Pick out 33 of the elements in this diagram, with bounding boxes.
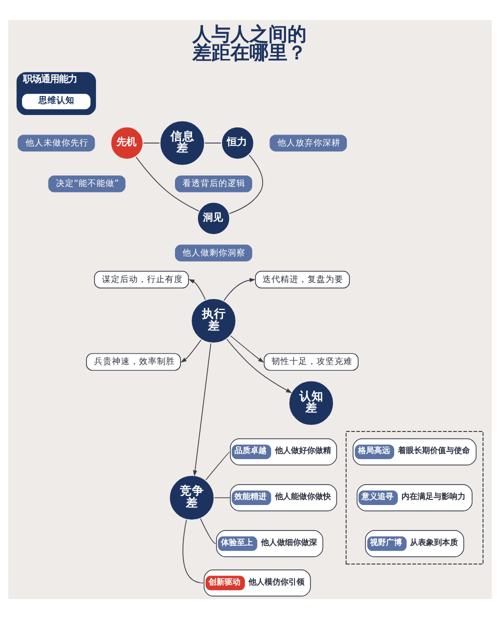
node-circle: 洞见 <box>196 201 231 236</box>
node-box: 看透背后的逻辑 <box>174 175 252 192</box>
node-box: 思维认知 <box>22 94 90 110</box>
connector <box>200 518 216 544</box>
node-box: 迭代精进，复盘为要 <box>255 270 350 288</box>
connector <box>228 154 264 214</box>
connector <box>205 451 230 480</box>
node-circle: 认知差 <box>288 380 334 426</box>
node-circle: 先机 <box>110 126 144 160</box>
node-circle: 竞争差 <box>168 474 216 522</box>
cluster <box>346 431 484 564</box>
connector <box>204 142 222 144</box>
node-box: 他人放弃你深耕 <box>270 134 347 152</box>
node-box: 兵贵神速，效率制胜 <box>86 353 181 371</box>
connector <box>182 519 204 584</box>
arrow <box>188 279 206 300</box>
arrow <box>224 278 256 301</box>
node-circle: 恒力 <box>220 126 255 160</box>
node-box: 他人未做你先行 <box>18 134 95 152</box>
node-circle: 信息差 <box>158 120 206 166</box>
node-box: 韧性十足，攻坚克难 <box>264 353 359 371</box>
node-box: 他人做剩你洞察 <box>174 244 252 262</box>
arrow <box>226 338 292 394</box>
arrow <box>180 339 202 363</box>
arrow <box>230 335 264 363</box>
node-circle: 执行差 <box>190 297 237 344</box>
connector <box>214 497 231 498</box>
connector <box>136 156 200 212</box>
node-box: 决定“能不能做” <box>48 175 126 192</box>
node-box: 谋定后动，行止有度 <box>94 270 189 288</box>
connector <box>142 142 160 144</box>
diagram-title: 人与人之间的差距在哪里？ <box>192 23 306 64</box>
arrow <box>192 343 212 476</box>
